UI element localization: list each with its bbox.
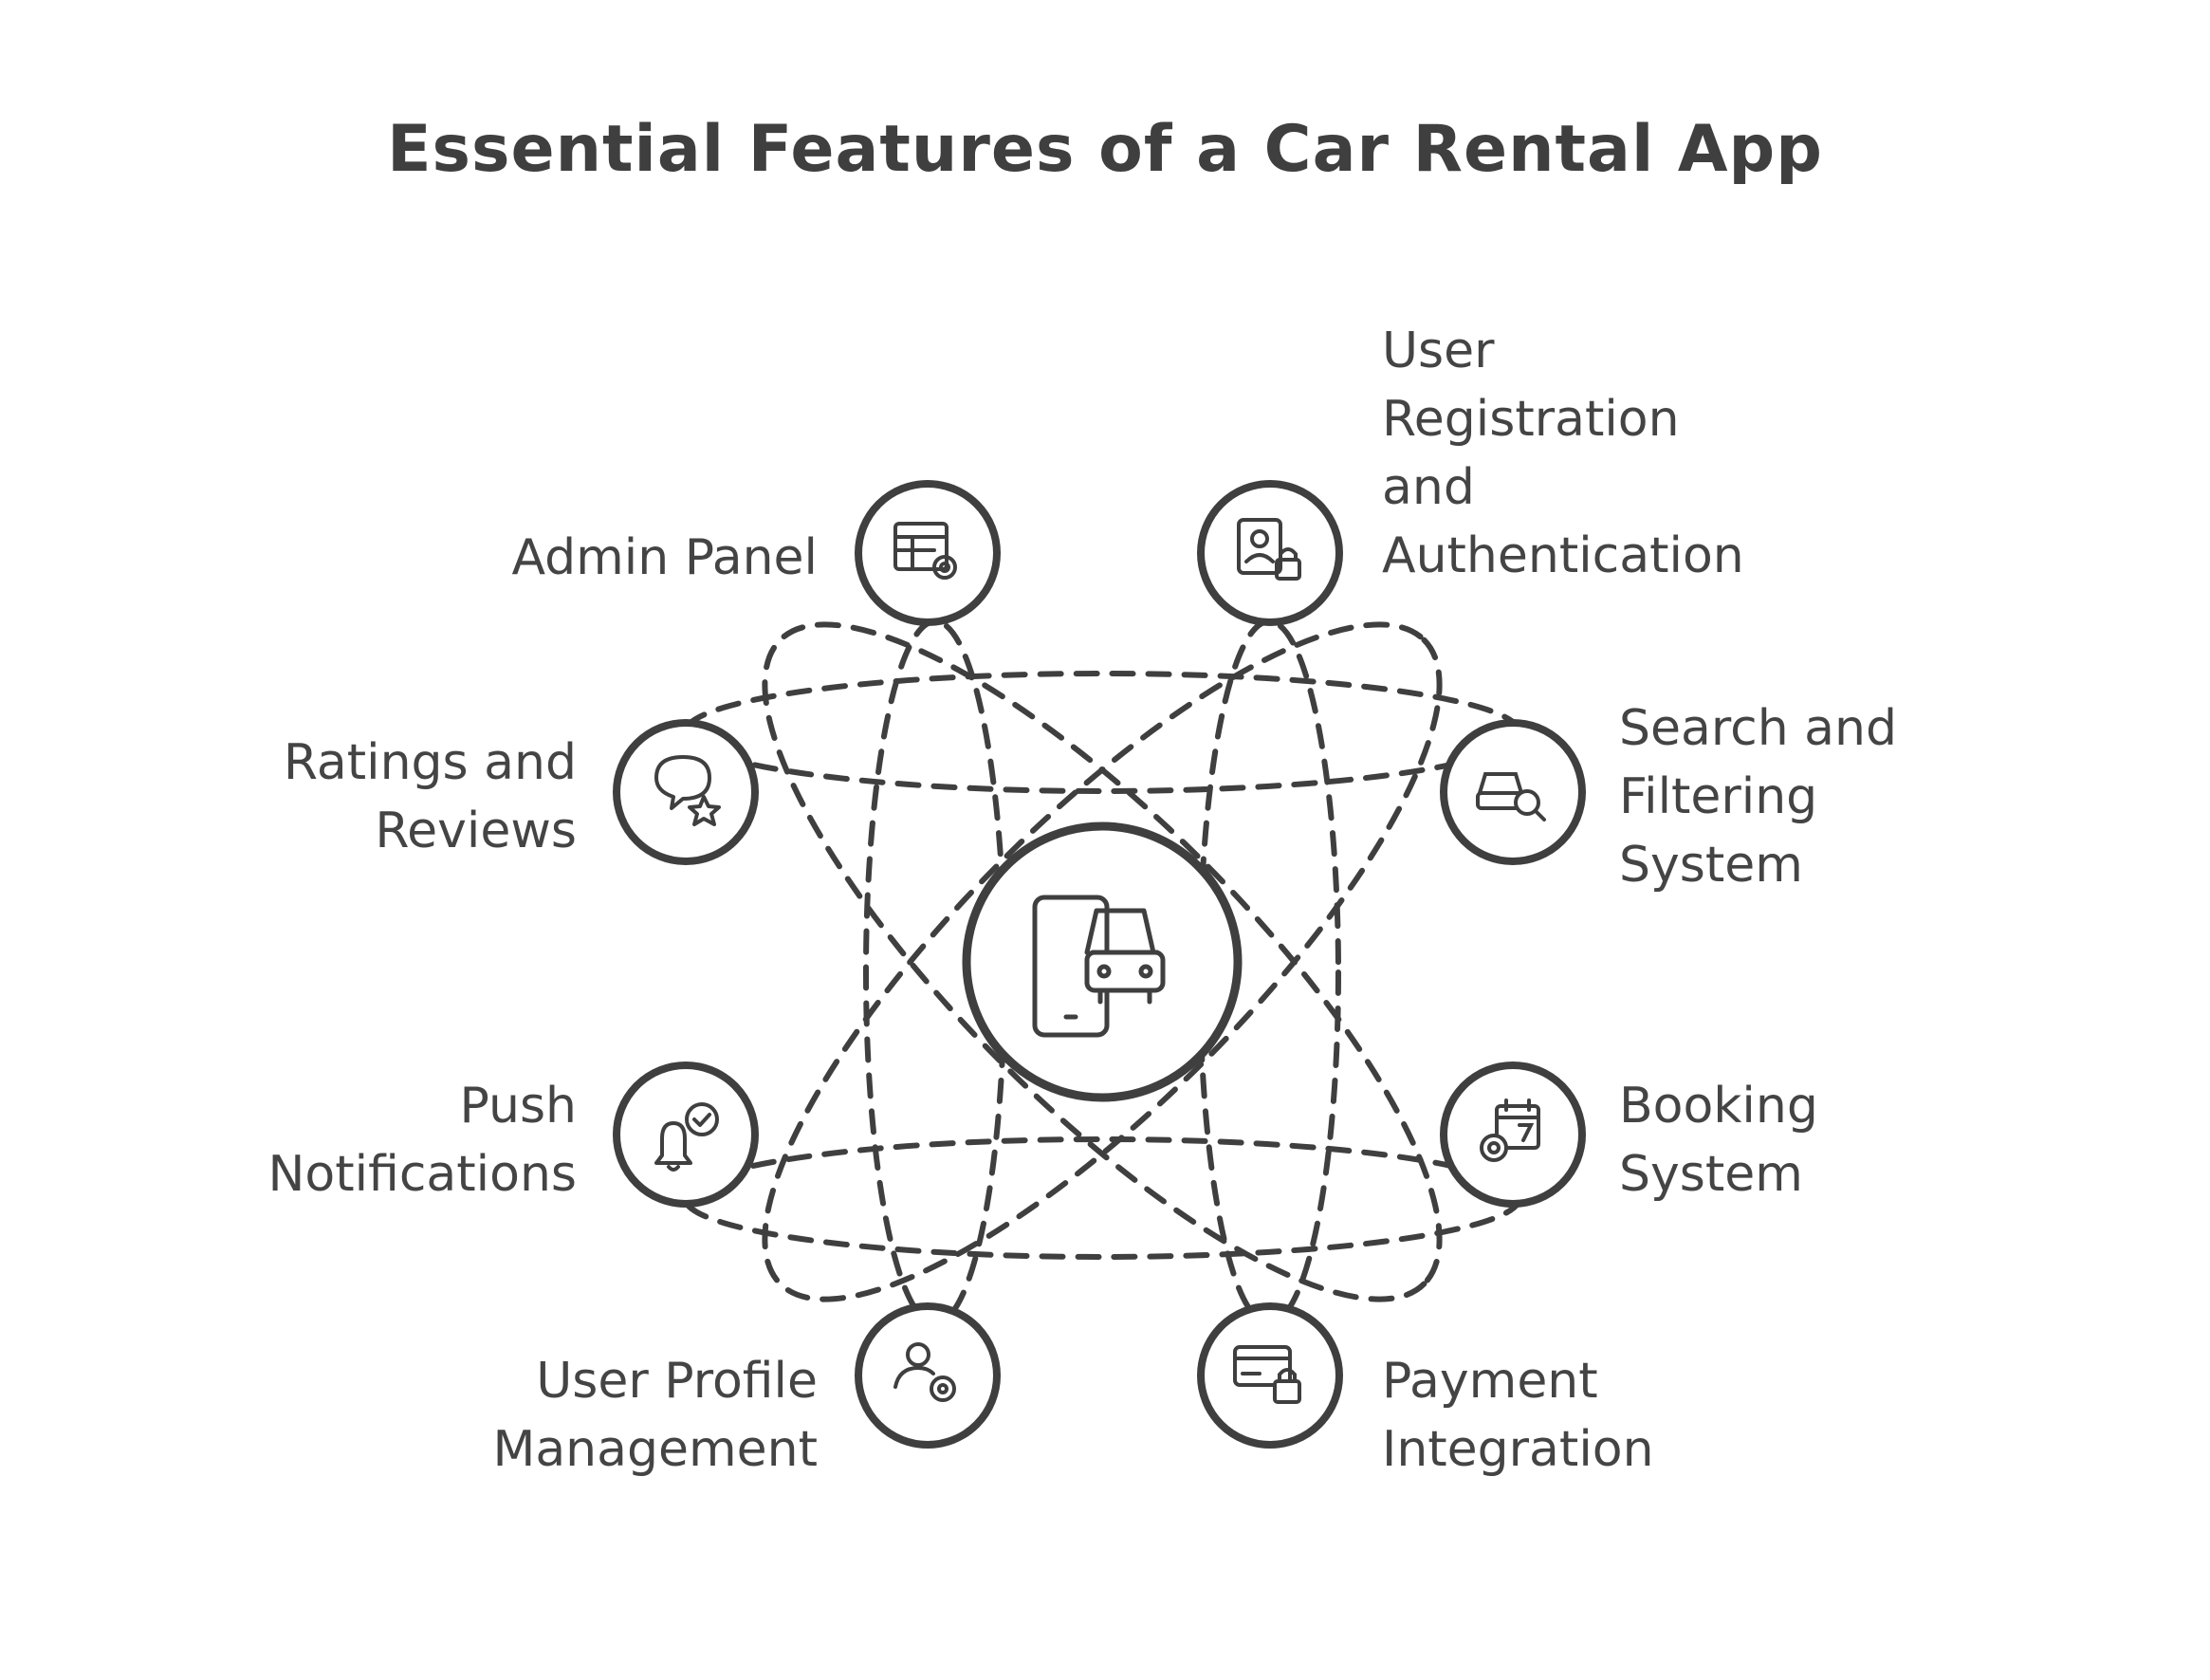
bell-check-icon xyxy=(654,1102,719,1172)
chat-star-icon xyxy=(654,755,721,826)
node-user-profile xyxy=(855,1302,1001,1449)
label-search-filtering: Search and Filtering System xyxy=(1619,700,1898,894)
node-search-filtering xyxy=(1440,719,1586,865)
node-user-registration xyxy=(1197,480,1343,626)
label-payment-integration: Payment Integration xyxy=(1382,1353,1654,1478)
node-ratings-reviews xyxy=(613,719,759,865)
label-ratings-reviews: Ratings and Reviews xyxy=(283,734,577,859)
center-node xyxy=(962,822,1243,1102)
car-search-icon xyxy=(1476,772,1546,822)
node-payment-integration xyxy=(1197,1302,1343,1449)
diagram-title: Essential Features of a Car Rental App xyxy=(387,112,1823,187)
label-admin-panel: Admin Panel xyxy=(511,529,818,586)
calendar-gear-icon xyxy=(1480,1098,1540,1162)
orbit-diagonal-b xyxy=(762,621,1443,1302)
orbit-diagonal-a xyxy=(762,621,1443,1302)
label-booking-system: Booking System xyxy=(1619,1078,1818,1203)
id-card-lock-icon xyxy=(1237,518,1301,581)
node-push-notifications xyxy=(613,1062,759,1208)
label-user-profile: User Profile Management xyxy=(492,1353,818,1478)
label-push-notifications: Push Notifications xyxy=(267,1078,577,1203)
node-booking-system xyxy=(1440,1062,1586,1208)
admin-table-gear-icon xyxy=(893,522,957,580)
node-admin-panel xyxy=(855,480,1001,626)
label-user-registration: User Registration and Authentication xyxy=(1382,323,1744,584)
phone-car-icon xyxy=(1032,895,1166,1038)
card-lock-icon xyxy=(1233,1345,1301,1404)
user-gear-icon xyxy=(893,1342,956,1402)
